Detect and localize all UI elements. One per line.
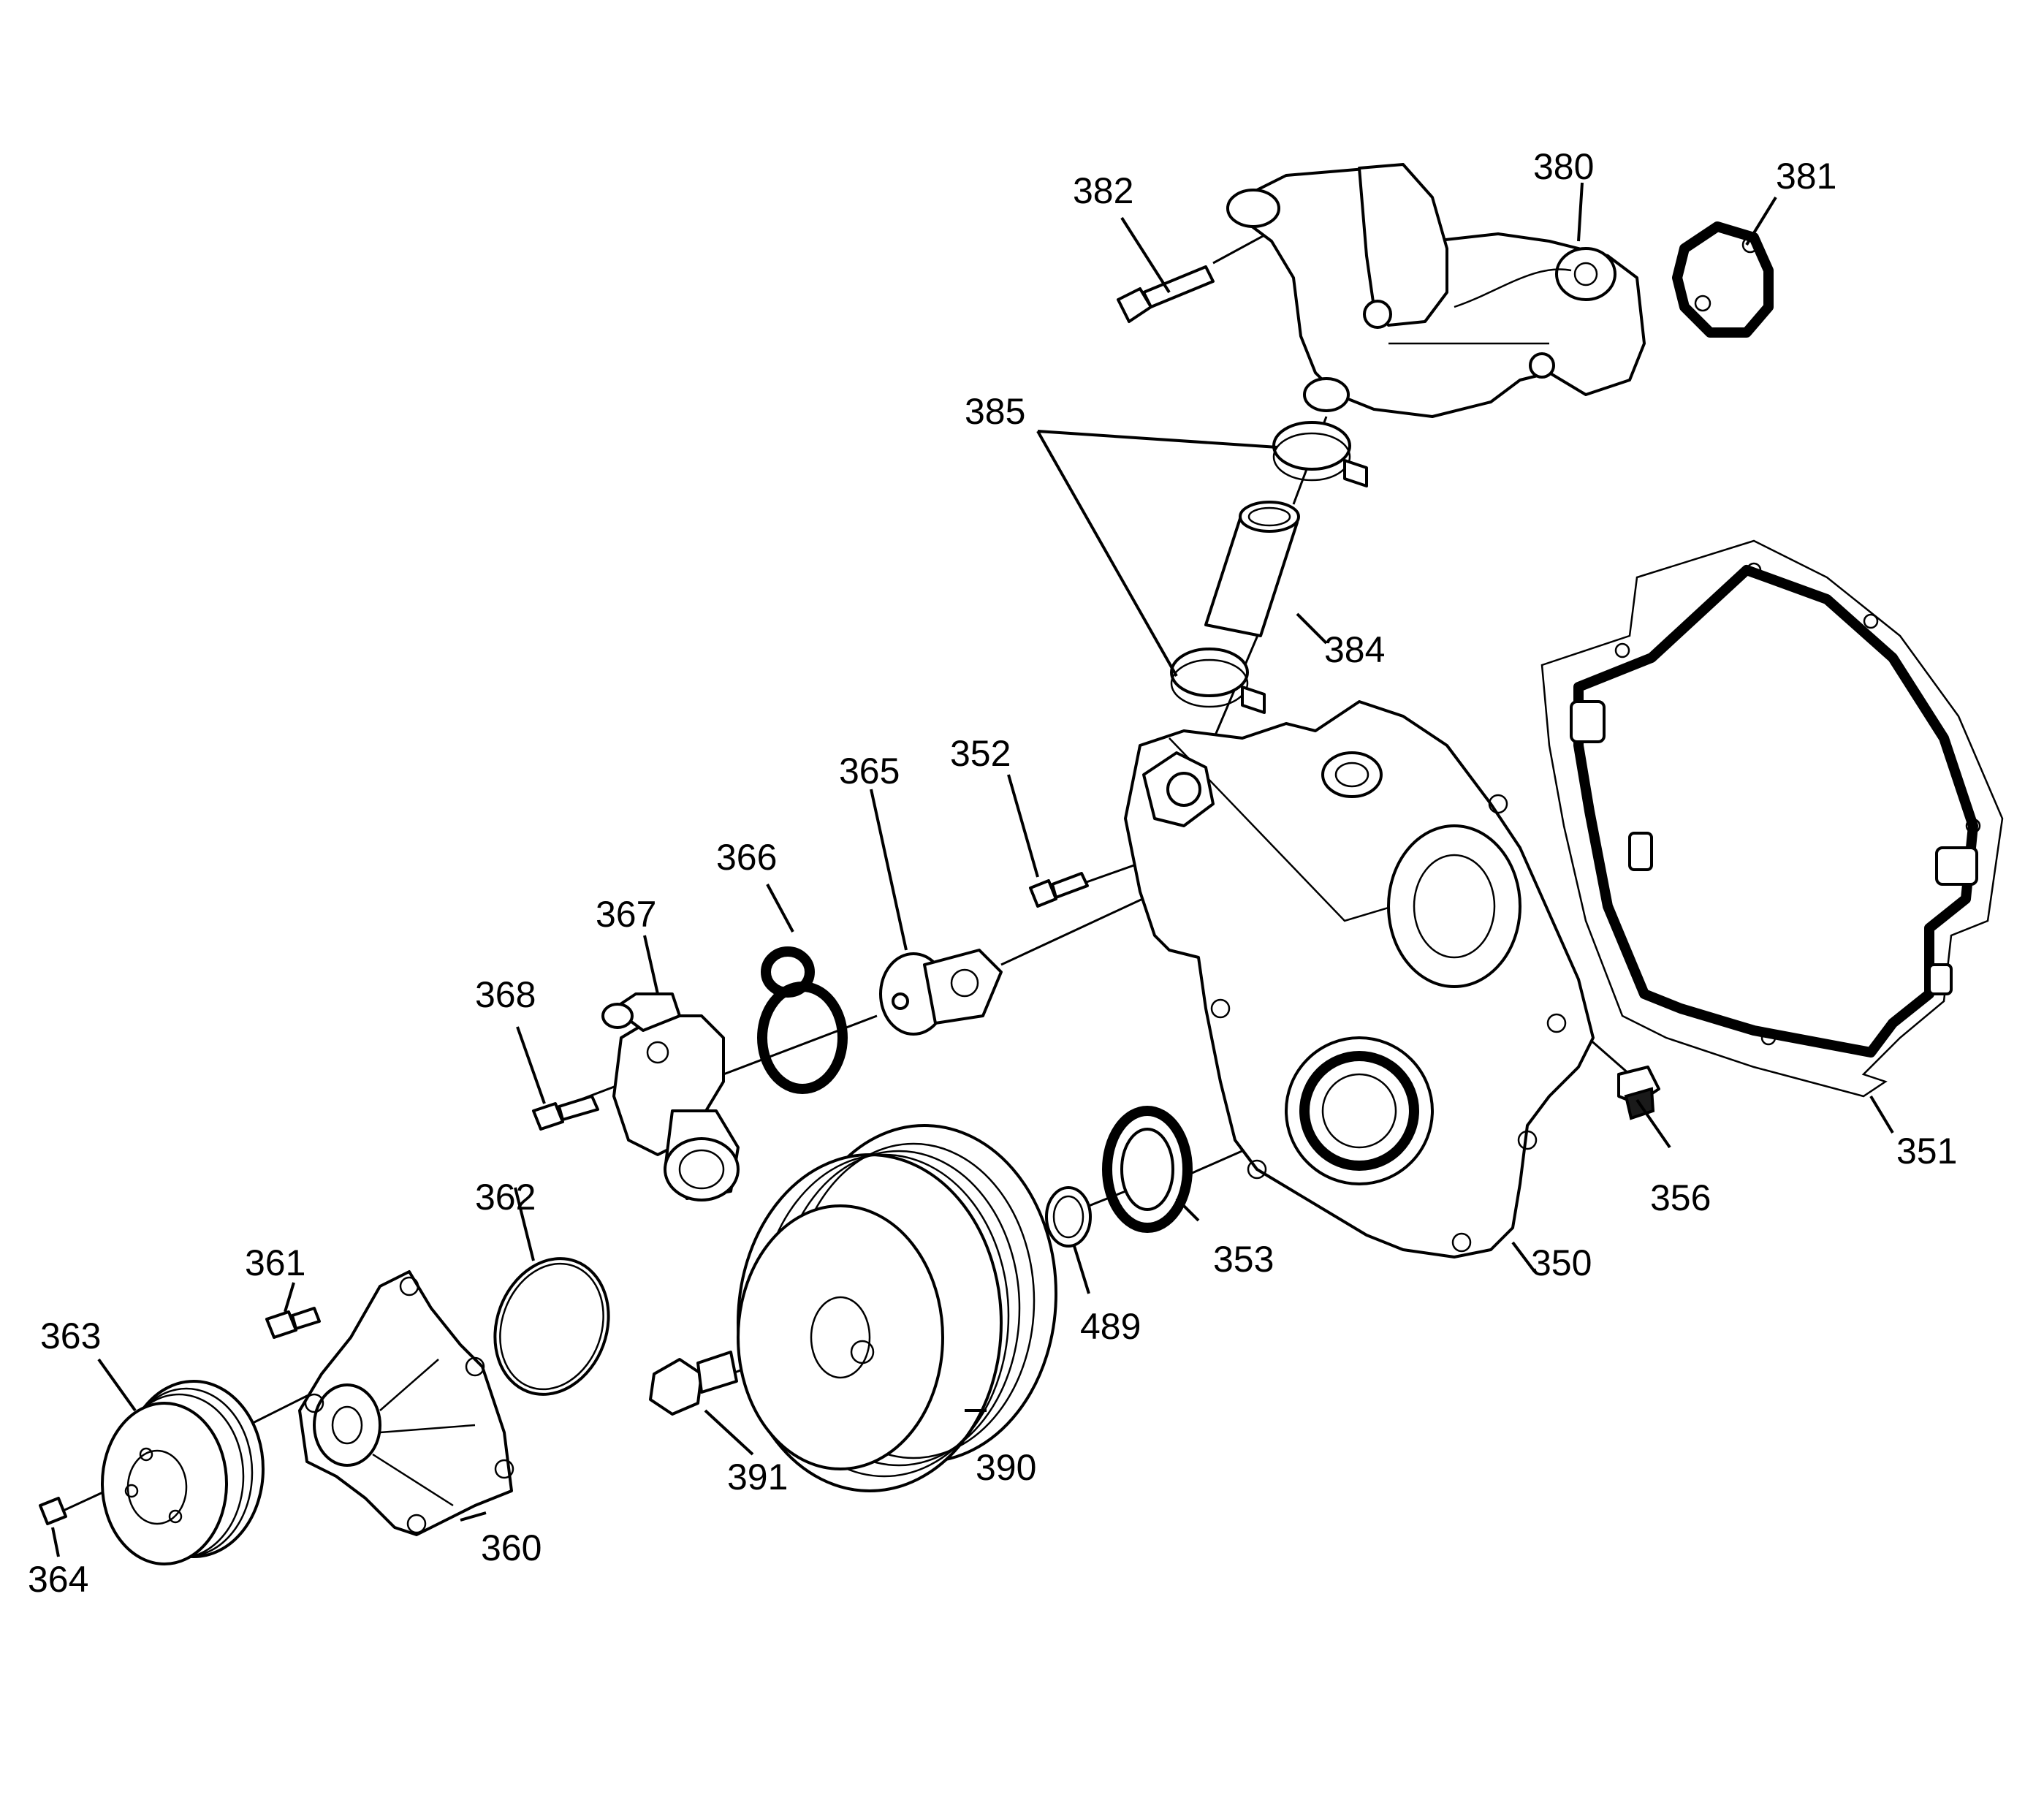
sensor-356: [1617, 1066, 1660, 1120]
front-cover-350: [1124, 700, 1595, 1258]
callout-356: 356: [1650, 1177, 1711, 1218]
callout-360: 360: [481, 1527, 542, 1568]
callout-384: 384: [1324, 629, 1385, 670]
callout-361: 361: [245, 1242, 305, 1283]
thermostat-365: [879, 949, 1003, 1036]
callout-385: 385: [965, 391, 1025, 432]
bypass-housing-380: [1226, 163, 1646, 418]
callout-362: 362: [475, 1177, 536, 1218]
callout-363: 363: [40, 1315, 101, 1356]
callout-367: 367: [596, 894, 656, 935]
callout-350: 350: [1531, 1242, 1592, 1283]
thermostat-seal-366: [757, 946, 848, 1094]
callout-391: 391: [727, 1457, 788, 1497]
callout-351: 351: [1896, 1131, 1957, 1172]
hose-384: [1204, 501, 1300, 637]
o-ring-489: [1045, 1186, 1092, 1248]
callout-353: 353: [1213, 1239, 1274, 1280]
callout-380: 380: [1533, 146, 1594, 187]
callout-382: 382: [1073, 170, 1133, 211]
gasket-381: [1672, 221, 1774, 338]
water-pump-pulley-363: [101, 1380, 265, 1565]
callout-364: 364: [28, 1559, 88, 1600]
callout-381: 381: [1776, 156, 1836, 197]
water-pump-360: [298, 1270, 514, 1536]
clamp-385-lower: [1170, 648, 1266, 714]
bolt-352: [1029, 872, 1089, 908]
water-pump-gasket-362: [493, 1257, 610, 1396]
callout-368: 368: [475, 974, 536, 1015]
crankshaft-balancer-390: [737, 1124, 1057, 1492]
front-seal-353: [1102, 1106, 1193, 1233]
callout-352: 352: [950, 733, 1011, 774]
callout-489: 489: [1080, 1306, 1141, 1347]
bolt-368: [532, 1095, 599, 1131]
thermostat-housing-367: [601, 992, 740, 1201]
balancer-bolt-391: [649, 1351, 738, 1416]
callout-366: 366: [716, 837, 777, 878]
clamp-385-upper: [1272, 421, 1368, 487]
bolt-361: [265, 1307, 321, 1339]
callout-365: 365: [839, 751, 900, 791]
callout-390: 390: [976, 1447, 1036, 1488]
bolt-382: [1117, 265, 1215, 323]
leader-lines: [51, 182, 1894, 1557]
callouts: 382 380 381 385 384 352 365 366 367 368 …: [28, 146, 1957, 1600]
bolt-364: [39, 1497, 67, 1525]
front-cover-gasket-351: [1540, 539, 2004, 1098]
